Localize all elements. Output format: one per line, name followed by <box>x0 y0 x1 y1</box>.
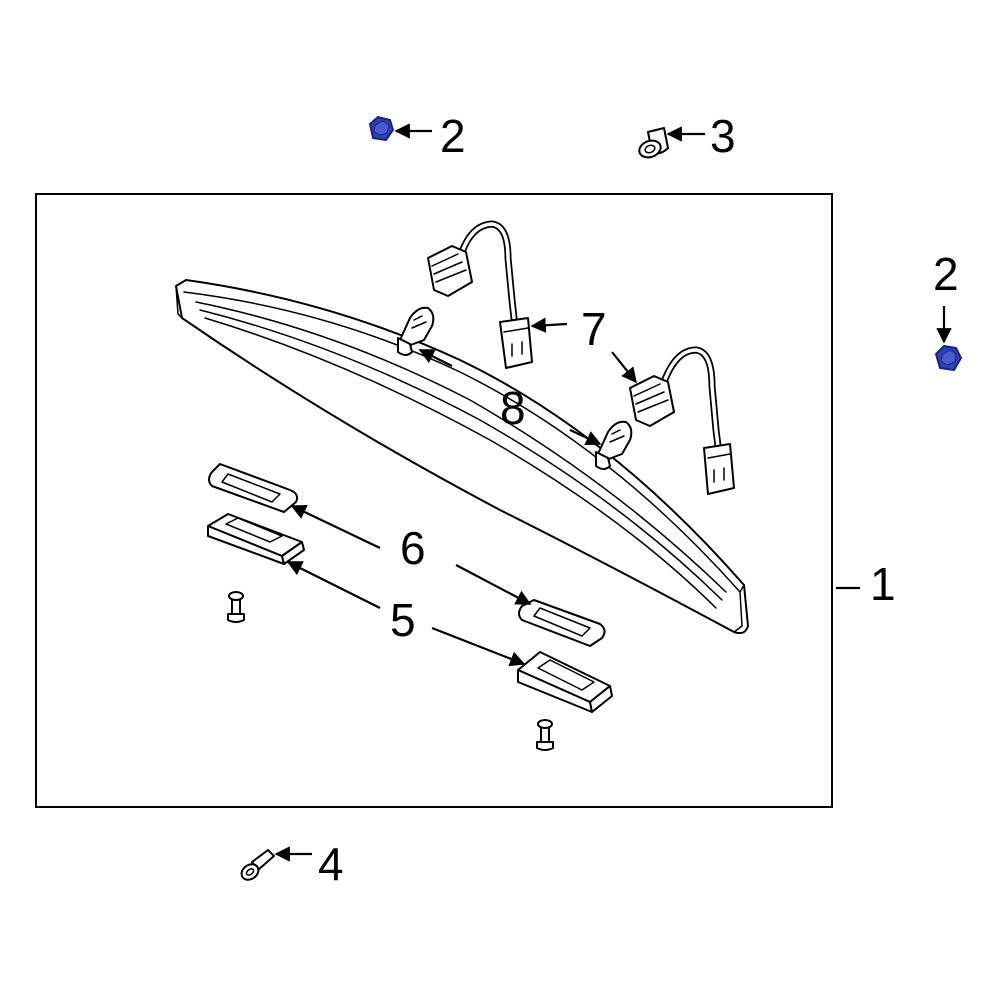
screw-head <box>240 863 260 881</box>
gasket-icon[interactable] <box>208 463 299 513</box>
leader-6b <box>455 564 532 605</box>
callout-5: 5 <box>390 594 416 646</box>
hex-nut-face <box>940 349 957 366</box>
gasket-icon[interactable] <box>518 599 606 647</box>
lens-window <box>537 659 595 691</box>
lens-side <box>589 685 613 713</box>
screw-icon[interactable] <box>239 849 275 883</box>
bulb-glass <box>597 420 633 461</box>
callout-6: 6 <box>400 522 426 574</box>
grommet-icon[interactable] <box>637 127 669 160</box>
screw-flange <box>536 741 554 751</box>
lens-icon[interactable] <box>517 651 613 713</box>
light-bar-lens-line-1 <box>195 301 727 593</box>
gasket-inner <box>221 473 281 503</box>
socket-ribs <box>633 383 669 413</box>
screw-flange <box>227 613 245 623</box>
connector-body <box>499 317 533 369</box>
screw-head <box>537 719 553 729</box>
bulb-filament <box>609 429 625 443</box>
lens-side <box>281 541 305 565</box>
bulb-base <box>397 337 413 356</box>
socket-body <box>427 245 473 297</box>
light-bar-outer <box>175 279 749 635</box>
socket-ribs <box>431 253 467 283</box>
callout-3: 3 <box>710 110 736 162</box>
screw-icon[interactable] <box>536 719 554 751</box>
callout-8: 8 <box>500 382 526 434</box>
callout-1: 1 <box>870 558 896 610</box>
leader-8a <box>418 349 453 367</box>
bulb-icon[interactable] <box>595 420 633 470</box>
screw-slot <box>245 868 255 876</box>
connector-detail <box>503 327 529 357</box>
callout-2-top: 2 <box>440 110 466 162</box>
callout-2-right: 2 <box>933 248 959 300</box>
bulb-icon[interactable] <box>397 306 435 356</box>
lens-window <box>225 517 283 543</box>
harness-wire-inner <box>460 222 516 320</box>
leader-7b <box>611 351 637 384</box>
harness-wire-inner <box>662 348 720 448</box>
leader-8b <box>569 429 602 446</box>
gasket-outer <box>208 463 299 513</box>
connector-body <box>703 443 735 495</box>
assembly-frame <box>35 193 833 808</box>
connector-detail <box>707 453 731 483</box>
light-bar-lens-line-2 <box>199 309 723 601</box>
callout-4: 4 <box>318 838 344 890</box>
leader-5b <box>431 626 526 667</box>
grommet-flange <box>638 139 662 159</box>
gasket-inner <box>533 607 591 637</box>
socket-harness-icon[interactable] <box>629 346 735 495</box>
screw-head <box>228 591 244 601</box>
lens-icon[interactable] <box>207 513 305 565</box>
light-bar-end-left <box>175 285 183 319</box>
bulb-glass <box>399 306 435 347</box>
light-bar-lens-line-3 <box>204 317 717 609</box>
socket-harness-icon[interactable] <box>427 220 533 369</box>
leader-5a <box>286 561 381 609</box>
hex-nut-icon[interactable] <box>934 344 963 372</box>
gasket-outer <box>518 599 606 647</box>
light-bar-assembly[interactable] <box>175 279 749 635</box>
hex-nut-face <box>373 120 390 136</box>
light-bar-end-right <box>733 584 745 633</box>
light-bar-top-edge <box>183 291 741 593</box>
leader-7a <box>530 317 568 333</box>
screw-icon[interactable] <box>227 591 245 623</box>
callout-7: 7 <box>581 303 607 355</box>
bulb-filament <box>411 315 427 329</box>
leader-6a <box>290 505 381 549</box>
hex-nut-icon[interactable] <box>368 115 395 142</box>
bulb-base <box>595 451 611 470</box>
socket-body <box>629 375 675 427</box>
grommet-hole <box>644 144 656 154</box>
